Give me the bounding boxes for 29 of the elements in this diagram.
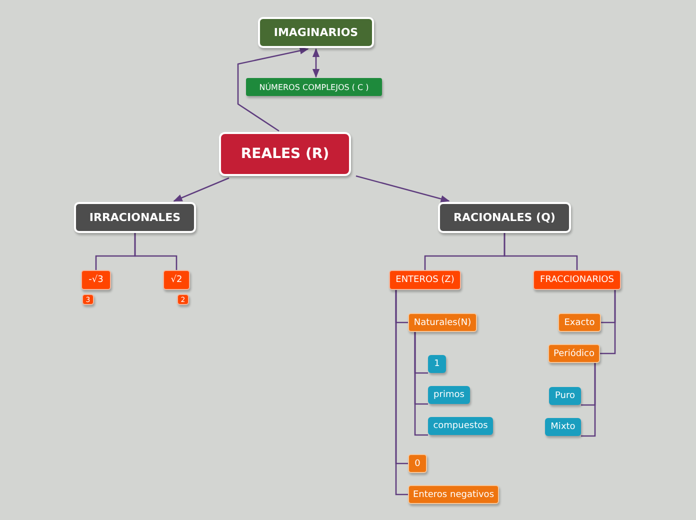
- topic-box: NÚMEROS COMPLEJOS ( C ): [246, 78, 382, 96]
- connector: [581, 363, 596, 437]
- connector: [600, 290, 616, 354]
- connector: [356, 175, 450, 202]
- connector: [395, 290, 408, 496]
- category-box: IRRACIONALES: [74, 202, 196, 233]
- topic-box: √2: [163, 270, 190, 290]
- topic-box: ENTEROS (Z): [389, 270, 461, 290]
- category-box: RACIONALES (Q): [438, 202, 571, 233]
- central-topic-box: REALES (R): [219, 132, 351, 176]
- topic-box: -√3: [81, 270, 111, 290]
- subtopic-box: Periódico: [548, 344, 600, 363]
- connector: [414, 332, 428, 436]
- subtopic-box: Puro: [549, 387, 581, 405]
- subtopic-box: 1: [428, 355, 446, 373]
- subtopic-box: compuestos: [428, 417, 493, 435]
- connector: [504, 233, 578, 270]
- topic-box: FRACCIONARIOS: [533, 270, 621, 290]
- subtopic-box: 0: [408, 454, 427, 473]
- connector: [173, 177, 230, 202]
- subtopic-box: Enteros negativos: [408, 485, 499, 504]
- subtopic-box: primos: [428, 386, 470, 404]
- subtopic-box: Mixto: [545, 418, 581, 436]
- category-box: IMAGINARIOS: [258, 17, 374, 48]
- subtopic-box: Exacto: [558, 313, 601, 332]
- connector: [237, 47, 309, 132]
- subtopic-box: Naturales(N): [408, 313, 477, 332]
- connector: [312, 48, 320, 78]
- connector: [134, 233, 178, 270]
